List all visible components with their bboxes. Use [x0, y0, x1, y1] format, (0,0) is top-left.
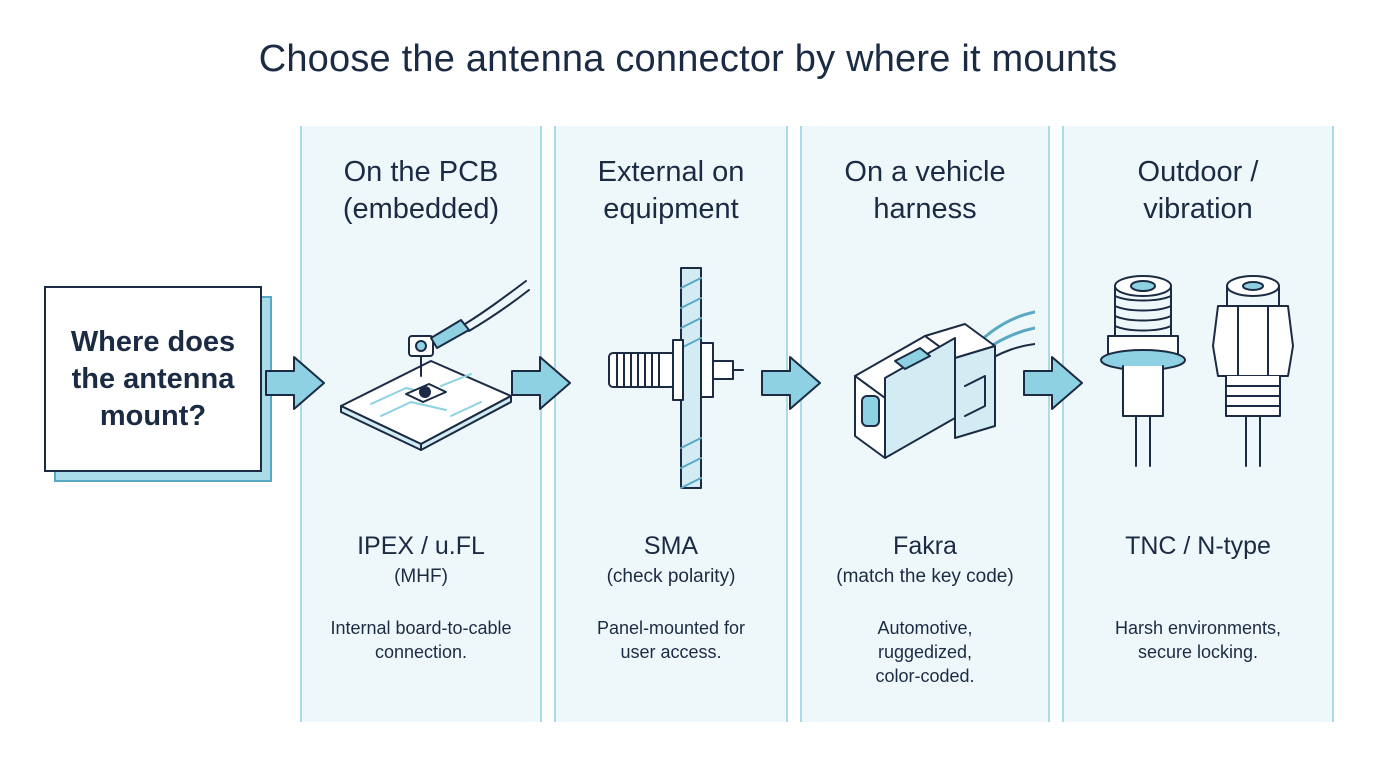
column-description: Internal board-to-cable connection. [330, 618, 512, 662]
panel-sma-connector-icon [556, 267, 786, 489]
column-outdoor: Outdoor / vibration TNC [1062, 126, 1334, 722]
connector-name: SMA [643, 532, 699, 560]
pcb-ufl-connector-icon [302, 276, 540, 476]
connector-name: Fakra [893, 532, 957, 560]
question-box: Where does the antenna mount? [44, 286, 262, 472]
column-description: Automotive, ruggedized, color-coded. [875, 618, 975, 686]
arrow-right-icon [265, 356, 325, 410]
question-text: Where does the antenna mount? [70, 325, 236, 432]
connector-name: IPEX / u.FL [357, 532, 485, 560]
column-heading: Outdoor / vibration [1137, 156, 1259, 225]
column-heading: On a vehicle harness [844, 156, 1006, 225]
connector-note: (check polarity) [606, 566, 736, 587]
arrow-right-icon [761, 356, 821, 410]
column-vehicle: On a vehicle harness Fakra (match the ke… [800, 126, 1050, 722]
arrow-right-icon [1023, 356, 1083, 410]
connector-note: (match the key code) [836, 566, 1014, 587]
fakra-connector-icon [802, 276, 1048, 476]
column-description: Panel-mounted for user access. [596, 618, 746, 662]
column-external: External on equipment SMA (check polarit… [554, 126, 788, 722]
column-heading: On the PCB (embedded) [342, 156, 500, 225]
column-description: Harsh environments, secure locking. [1114, 618, 1282, 662]
column-heading: External on equipment [597, 156, 745, 225]
tnc-n-type-connector-icon [1064, 275, 1332, 476]
connector-note: (MHF) [394, 566, 448, 587]
column-pcb: On the PCB (embedded) IPEX / u.FL [300, 126, 542, 722]
connector-name: TNC / N-type [1125, 532, 1271, 560]
arrow-right-icon [511, 356, 571, 410]
page-title: Choose the antenna connector by where it… [258, 38, 1118, 80]
